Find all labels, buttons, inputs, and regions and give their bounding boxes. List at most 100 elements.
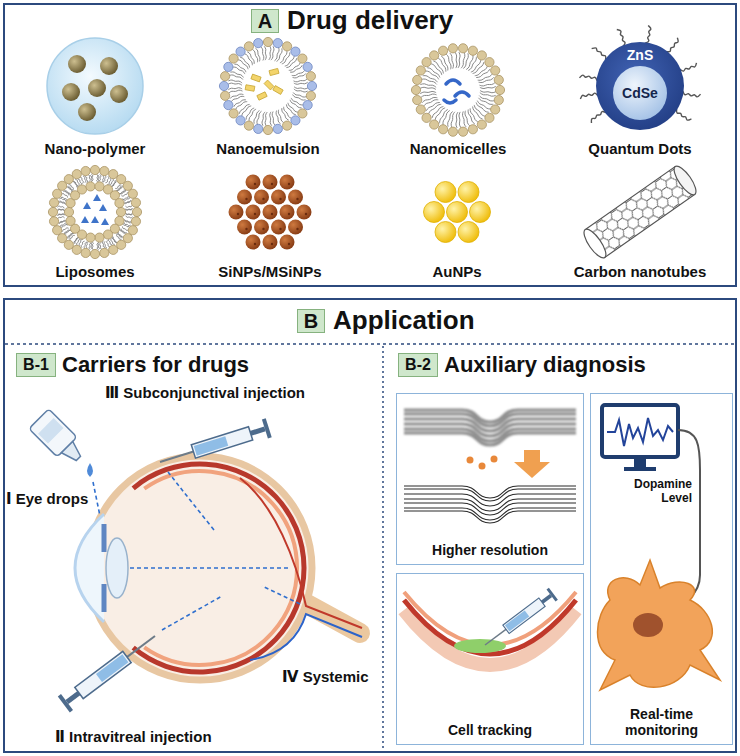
lipid-tail bbox=[126, 208, 133, 215]
silica-particle bbox=[254, 220, 269, 235]
panel-badge: B bbox=[297, 309, 325, 333]
panel-frame: ApplicationBB-1Carriers for drugsB-2Auxi… bbox=[3, 298, 737, 753]
monitor-base bbox=[624, 467, 656, 471]
lipid-head bbox=[430, 120, 439, 129]
drug-triangle bbox=[83, 202, 91, 209]
lipid-head bbox=[307, 81, 316, 90]
route-label: Ⅱ Intravitreal injection bbox=[55, 728, 212, 745]
particle-pore bbox=[254, 213, 256, 215]
cell-nucleus bbox=[633, 613, 663, 637]
syringe-barrel bbox=[191, 427, 252, 458]
drug-routes bbox=[93, 472, 300, 630]
lipid-head bbox=[468, 46, 477, 55]
lipid-tail bbox=[293, 73, 308, 82]
lipid-head bbox=[224, 62, 233, 71]
lipid-head bbox=[411, 85, 420, 94]
syringe-liquid bbox=[194, 436, 228, 455]
ligand-chain bbox=[591, 112, 606, 124]
drug-particle bbox=[78, 103, 96, 121]
lipid-head bbox=[458, 127, 467, 136]
cell-bleb bbox=[454, 639, 506, 653]
lipid-head bbox=[64, 175, 73, 184]
lipid-head bbox=[90, 165, 99, 174]
ligand-chain bbox=[666, 38, 678, 52]
lipid-tail bbox=[479, 93, 495, 101]
lipid-tail bbox=[420, 79, 436, 87]
particle-label: Nanoemulsion bbox=[216, 140, 319, 157]
box-caption: Real-time monitoring bbox=[595, 706, 728, 738]
lipid-head bbox=[103, 230, 112, 239]
lipid-head bbox=[128, 189, 137, 198]
lipid-head bbox=[439, 125, 448, 134]
gold-particle bbox=[435, 182, 456, 203]
gold-particle bbox=[424, 202, 445, 223]
oct-layer bbox=[404, 429, 576, 441]
section-heading: Auxiliary diagnosis bbox=[444, 352, 646, 377]
lipid-head bbox=[90, 249, 99, 258]
silica-particle bbox=[246, 175, 261, 190]
particle-pore bbox=[245, 198, 247, 200]
subpanel-badge: B-2Auxiliary diagnosis bbox=[398, 353, 438, 377]
lipid-head bbox=[298, 54, 307, 63]
badge-letter: B-1 bbox=[23, 356, 49, 374]
particle-pore bbox=[245, 228, 247, 230]
ligand-chain bbox=[579, 75, 597, 81]
lipid-tail bbox=[290, 65, 305, 75]
lipid-head bbox=[422, 113, 431, 122]
neuron-cell bbox=[598, 560, 721, 690]
particle-pore bbox=[279, 228, 281, 230]
divider-line bbox=[382, 346, 384, 751]
particle-pore bbox=[254, 243, 256, 245]
gold-particle bbox=[435, 222, 456, 243]
lipid-head bbox=[306, 91, 315, 100]
syringe-needle bbox=[160, 451, 194, 462]
lipid-head bbox=[485, 113, 494, 122]
nano-polymer-illustration bbox=[47, 38, 143, 134]
lipid-head bbox=[229, 54, 238, 63]
oct-enhancement bbox=[467, 450, 551, 478]
particle-label: AuNPs bbox=[432, 263, 481, 280]
lipid-head bbox=[439, 46, 448, 55]
silica-particle bbox=[263, 235, 278, 250]
lipid-head bbox=[131, 217, 140, 226]
lipid-head bbox=[254, 39, 263, 48]
core-material: CdSe bbox=[622, 85, 658, 101]
ligand-chain bbox=[677, 109, 692, 121]
liposome-inner-leaflet bbox=[58, 175, 132, 249]
divider-line bbox=[5, 343, 735, 345]
lipid-head bbox=[48, 207, 57, 216]
lipid-head bbox=[221, 91, 230, 100]
drug-strand bbox=[455, 92, 469, 96]
particle-pore bbox=[262, 198, 264, 200]
lipid-head bbox=[282, 42, 291, 51]
lipid-tail bbox=[272, 111, 281, 126]
silica-particle bbox=[271, 220, 286, 235]
drug-triangle bbox=[91, 216, 99, 223]
lipid-head bbox=[430, 51, 439, 60]
silica-particle bbox=[254, 190, 269, 205]
silica-particle bbox=[297, 205, 312, 220]
lipid-head bbox=[100, 166, 109, 175]
lipid-head bbox=[282, 121, 291, 130]
lipid-tail bbox=[229, 90, 244, 99]
silica-nanoparticles bbox=[229, 175, 312, 250]
lipid-head bbox=[303, 62, 312, 71]
drug-triangle bbox=[99, 204, 107, 211]
lipid-tail bbox=[421, 94, 438, 103]
drug-particle bbox=[62, 83, 80, 101]
ligand-chain bbox=[683, 91, 701, 97]
lipid-head bbox=[131, 198, 140, 207]
lipid-tail bbox=[424, 100, 440, 111]
drug-particle bbox=[68, 55, 86, 73]
lipid-tail bbox=[294, 82, 308, 89]
particle-label: Nanomicelles bbox=[410, 140, 507, 157]
syringe bbox=[58, 628, 161, 712]
lipid-head bbox=[86, 182, 95, 191]
lipid-head bbox=[49, 217, 58, 226]
lipid-head bbox=[303, 100, 312, 109]
badge-letter: B-2 bbox=[405, 356, 431, 374]
eye-illustration bbox=[75, 456, 362, 680]
syringe-plunger bbox=[250, 427, 266, 436]
signal-wave bbox=[607, 418, 673, 446]
